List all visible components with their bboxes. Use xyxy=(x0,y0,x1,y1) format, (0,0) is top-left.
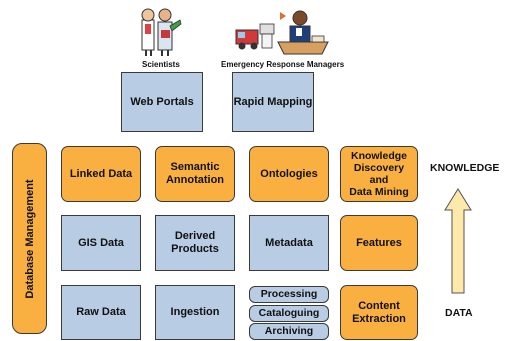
derived-products-box: Derived Products xyxy=(155,215,235,271)
linked-data-box: Linked Data xyxy=(61,146,141,202)
cataloguing-box: Cataloguing xyxy=(249,305,329,322)
ingestion-box: Ingestion xyxy=(155,285,235,340)
knowledge-discovery-box: Knowledge Discovery and Data Mining xyxy=(340,146,418,202)
gis-data-box: GIS Data xyxy=(61,215,141,271)
raw-data-box: Raw Data xyxy=(61,285,141,340)
metadata-box: Metadata xyxy=(249,215,329,271)
up-arrow-icon xyxy=(444,188,472,294)
processing-box: Processing xyxy=(249,286,329,303)
database-management-label: Database Management xyxy=(23,178,36,299)
scientists-label: Scientists xyxy=(142,60,180,69)
archiving-box: Archiving xyxy=(249,323,329,340)
knowledge-axis-label: KNOWLEDGE xyxy=(430,162,500,174)
features-box: Features xyxy=(340,215,418,271)
scientists-clipart-icon xyxy=(141,8,182,56)
rapid-mapping-box: Rapid Mapping xyxy=(232,72,314,132)
semantic-annotation-box: Semantic Annotation xyxy=(155,146,235,202)
database-management-bar: Database Management xyxy=(12,143,47,334)
emergency-managers-label: Emergency Response Managers xyxy=(221,60,345,69)
emergency-managers-clipart-icon xyxy=(235,10,329,55)
ontologies-box: Ontologies xyxy=(249,146,329,202)
web-portals-box: Web Portals xyxy=(121,72,203,132)
content-extraction-box: Content Extraction xyxy=(340,285,418,340)
data-axis-label: DATA xyxy=(445,307,473,319)
